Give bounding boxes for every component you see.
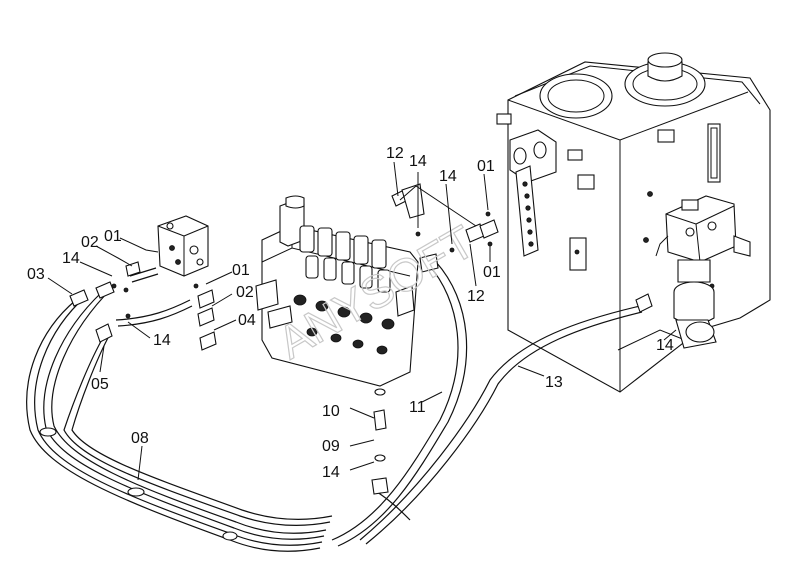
- callout-01: 01: [483, 264, 501, 281]
- callout-05: 05: [91, 376, 109, 393]
- callout-11: 11: [409, 399, 426, 416]
- callout-13: 13: [545, 374, 563, 391]
- hose-bundle-08: [26, 287, 333, 552]
- callout-01: 01: [232, 262, 250, 279]
- callout-04: 04: [238, 312, 256, 329]
- callout-01: 01: [477, 158, 495, 175]
- hydraulic-tank: [496, 52, 771, 393]
- callout-14: 14: [656, 337, 674, 354]
- callout-02: 02: [81, 234, 99, 251]
- callout-14: 14: [322, 464, 340, 481]
- filter-valve-assembly: [655, 195, 751, 349]
- callout-14: 14: [153, 332, 171, 349]
- pipe-lines: [115, 267, 193, 327]
- callout-02: 02: [236, 284, 254, 301]
- control-valve-bank: [255, 195, 419, 387]
- callout-14: 14: [439, 168, 457, 185]
- callout-03: 03: [27, 266, 45, 283]
- callout-12: 12: [386, 145, 404, 162]
- leader-lines: [47, 161, 677, 481]
- hose-13: [359, 305, 643, 545]
- callout-08: 08: [131, 430, 149, 447]
- callout-12: 12: [467, 288, 485, 305]
- callout-09: 09: [322, 438, 340, 455]
- fittings: [69, 183, 653, 495]
- callout-01: 01: [104, 228, 122, 245]
- callout-14: 14: [409, 153, 427, 170]
- callout-labels: 01 02 03 14 01 02 04 14 05 08 10 09 14 1…: [27, 145, 674, 481]
- callout-14: 14: [62, 250, 80, 267]
- auxiliary-valve-block: [157, 215, 209, 277]
- callout-10: 10: [322, 403, 340, 420]
